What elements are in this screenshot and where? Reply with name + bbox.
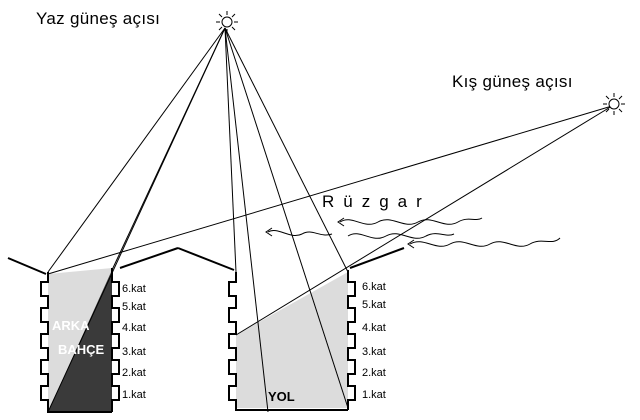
left-building-light-shade: [48, 268, 112, 412]
left-floor-6: 6.kat: [122, 283, 146, 295]
right-floor-labels: 6.kat 5.kat 4.kat 3.kat 2.kat 1.kat: [362, 281, 386, 401]
right-floor-2: 2.kat: [362, 367, 386, 379]
wind-lines: [265, 217, 561, 249]
winter-sun-rays: [47, 105, 613, 336]
summer-sun-icon: [216, 11, 238, 33]
right-building: [228, 270, 356, 411]
left-building: [40, 268, 120, 413]
left-floor-4: 4.kat: [122, 322, 146, 334]
summer-sun-label: Yaz güneş açısı: [36, 9, 160, 28]
winter-sun-icon: [603, 93, 625, 115]
left-building-label-line2: BAHÇE: [58, 342, 105, 357]
right-floor-1: 1.kat: [362, 389, 386, 401]
left-floor-3: 3.kat: [122, 346, 146, 358]
left-building-label-line1: ARKA: [52, 318, 90, 333]
right-building-light-shade: [236, 272, 348, 408]
left-floor-5: 5.kat: [122, 301, 146, 313]
left-floor-labels: 6.kat 5.kat 4.kat 3.kat 2.kat 1.kat: [122, 283, 146, 401]
right-floor-4: 4.kat: [362, 322, 386, 334]
left-floor-2: 2.kat: [122, 367, 146, 379]
right-floor-3: 3.kat: [362, 346, 386, 358]
summer-sun-rays: [47, 27, 349, 413]
left-floor-1: 1.kat: [122, 389, 146, 401]
right-floor-6: 6.kat: [362, 281, 386, 293]
right-floor-5: 5.kat: [362, 299, 386, 311]
right-building-label: YOL: [268, 389, 295, 404]
winter-sun-label: Kış güneş açısı: [452, 72, 573, 91]
roof-lines: [7, 247, 405, 275]
wind-label: Rüzgar: [322, 192, 431, 211]
